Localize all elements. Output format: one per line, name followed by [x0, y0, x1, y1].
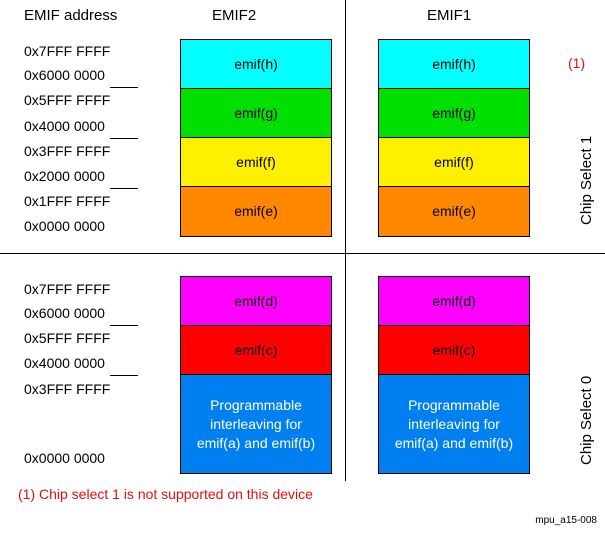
memory-block-emif-e[interactable]: emif(e)	[181, 187, 331, 236]
interleave-line-3: emif(a) and emif(b)	[394, 434, 514, 451]
emif1-upper-memory-stack: emif(h) emif(g) emif(f) emif(e)	[378, 39, 530, 237]
memory-block-emif-c[interactable]: emif(c)	[379, 326, 529, 375]
figure-id-label: mpu_a15-008	[535, 515, 597, 526]
memory-block-emif-d[interactable]: emif(d)	[379, 277, 529, 326]
address-label: 0x2000 0000	[24, 168, 138, 189]
memory-block-interleaved[interactable]: Programmable interleaving for emif(a) an…	[181, 375, 331, 473]
address-label: 0x0000 0000	[24, 450, 105, 466]
memory-block-label: emif(d)	[234, 292, 278, 309]
vertical-divider	[345, 0, 346, 481]
emif2-upper-memory-stack: emif(h) emif(g) emif(f) emif(e)	[180, 39, 332, 237]
interleave-line-1: Programmable	[210, 396, 302, 413]
chip-select-0-label: Chip Select 0	[578, 375, 595, 465]
chip-select-1-label: Chip Select 1	[578, 135, 595, 225]
address-label: 0x7FFF FFFF	[24, 281, 111, 297]
interleave-line-1: Programmable	[408, 396, 500, 413]
address-label: 0x1FFF FFFF	[24, 193, 111, 209]
emif1-lower-memory-stack: emif(d) emif(c) Programmable interleavin…	[378, 276, 530, 474]
memory-block-label: emif(h)	[432, 55, 476, 72]
address-label: 0x0000 0000	[24, 218, 105, 234]
memory-block-emif-f[interactable]: emif(f)	[181, 138, 331, 187]
address-label: 0x4000 0000	[24, 355, 138, 376]
memory-block-label: emif(g)	[234, 104, 278, 121]
address-label: 0x6000 0000	[24, 305, 138, 326]
emif1-column-heading: EMIF1	[427, 7, 472, 24]
address-label: 0x4000 0000	[24, 118, 138, 139]
memory-block-interleaved[interactable]: Programmable interleaving for emif(a) an…	[379, 375, 529, 473]
memory-block-label: emif(d)	[432, 292, 476, 309]
address-label: 0x7FFF FFFF	[24, 43, 111, 59]
memory-block-emif-h[interactable]: emif(h)	[181, 40, 331, 89]
address-label: 0x5FFF FFFF	[24, 92, 111, 108]
emif2-column-heading: EMIF2	[212, 7, 257, 24]
interleave-line-2: interleaving for	[210, 415, 302, 432]
memory-block-emif-g[interactable]: emif(g)	[379, 89, 529, 138]
memory-block-emif-c[interactable]: emif(c)	[181, 326, 331, 375]
memory-block-label: emif(g)	[432, 104, 476, 121]
memory-block-label: Programmable interleaving for emif(a) an…	[395, 396, 513, 453]
memory-block-label: emif(e)	[432, 203, 476, 219]
memory-block-label: emif(e)	[234, 203, 278, 219]
memory-block-emif-g[interactable]: emif(g)	[181, 89, 331, 138]
interleave-line-2: interleaving for	[408, 415, 500, 432]
memory-block-label: Programmable interleaving for emif(a) an…	[197, 396, 315, 453]
memory-block-label: emif(f)	[236, 153, 276, 170]
emif2-lower-memory-stack: emif(d) emif(c) Programmable interleavin…	[180, 276, 332, 474]
memory-block-emif-e[interactable]: emif(e)	[379, 187, 529, 236]
memory-block-emif-d[interactable]: emif(d)	[181, 277, 331, 326]
footnote-marker-1: (1)	[568, 55, 586, 71]
memory-block-emif-h[interactable]: emif(h)	[379, 40, 529, 89]
address-label: 0x6000 0000	[24, 67, 138, 88]
address-label: 0x5FFF FFFF	[24, 330, 111, 346]
memory-block-label: emif(h)	[234, 55, 278, 72]
memory-block-label: emif(c)	[432, 341, 476, 358]
memory-block-label: emif(c)	[234, 341, 278, 358]
memory-block-label: emif(f)	[434, 153, 474, 170]
horizontal-divider	[0, 253, 605, 254]
interleave-line-3: emif(a) and emif(b)	[196, 434, 316, 451]
memory-block-emif-f[interactable]: emif(f)	[379, 138, 529, 187]
address-label: 0x3FFF FFFF	[24, 381, 111, 397]
emif-address-column-heading: EMIF address	[24, 7, 118, 24]
footnote-text: (1) Chip select 1 is not supported on th…	[18, 486, 313, 502]
address-label: 0x3FFF FFFF	[24, 143, 111, 159]
